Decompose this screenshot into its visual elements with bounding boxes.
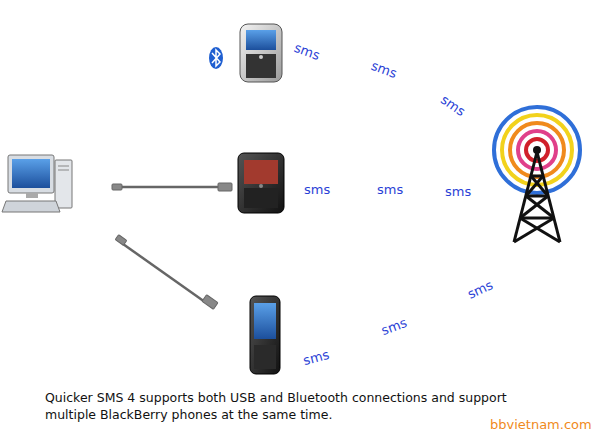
sms-label: sms	[369, 58, 399, 81]
phone-icon	[240, 24, 282, 82]
sms-label: sms	[438, 92, 468, 119]
sms-label: sms	[292, 40, 322, 63]
bluetooth-symbol	[209, 47, 223, 69]
radio-tower	[494, 107, 580, 242]
sms-label: sms	[445, 184, 471, 199]
sms-label: sms	[377, 182, 403, 197]
computer-icon	[2, 155, 72, 212]
sms-label: sms	[465, 277, 495, 302]
sms-label: sms	[304, 182, 330, 197]
phone-icon	[238, 153, 284, 213]
watermark: bbvietnam.com	[490, 417, 592, 432]
sms-label: sms	[302, 347, 331, 368]
phone-icon	[250, 296, 280, 374]
caption: Quicker SMS 4 supports both USB and Blue…	[45, 389, 525, 423]
usb-cable	[112, 183, 232, 309]
sms-label: sms	[379, 315, 409, 338]
